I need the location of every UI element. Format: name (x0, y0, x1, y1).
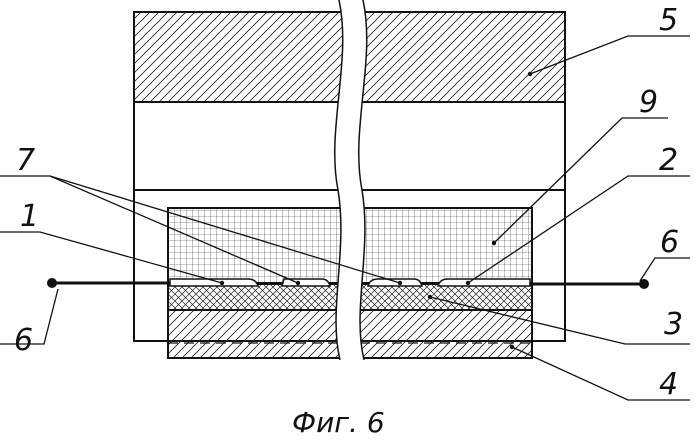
label-5: 5 (659, 3, 678, 38)
electrode-7-left (282, 279, 330, 286)
label-3: 3 (664, 307, 683, 342)
label-2: 2 (659, 143, 678, 178)
label-7: 7 (16, 143, 35, 178)
figure-caption: Фиг. 6 (292, 406, 385, 439)
electrode-2 (438, 279, 530, 286)
electrode-7-right (368, 279, 422, 286)
label-6-right: 6 (660, 225, 679, 260)
label-1: 1 (20, 199, 39, 234)
electrode-1 (170, 279, 258, 286)
label-4: 4 (659, 367, 678, 402)
terminal-left (47, 278, 57, 288)
label-9: 9 (639, 85, 658, 120)
leader-6-right (640, 258, 690, 281)
label-6-left: 6 (14, 323, 33, 358)
